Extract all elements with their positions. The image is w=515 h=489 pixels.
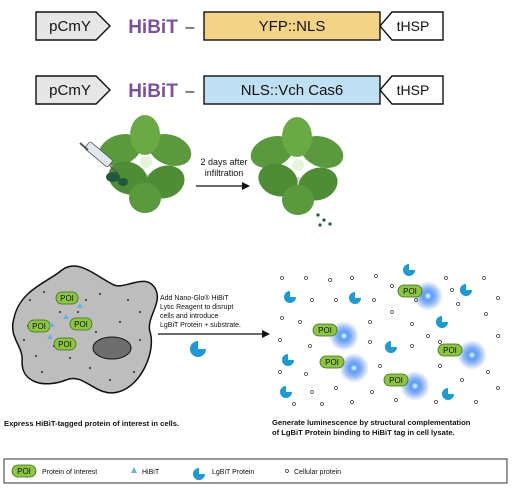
legend-box — [3, 458, 508, 484]
promoter-arrow — [35, 11, 111, 41]
construct-nls-vch-cas6: pCmY HiBiT – NLS::Vch Cas6 tHSP — [35, 75, 444, 105]
cds-label: YFP::NLS — [259, 18, 326, 35]
plant-infiltrated-illustration — [79, 115, 192, 213]
caption-right-line2: of LgBiT Protein binding to HiBiT tag in… — [272, 428, 455, 437]
reagent-text-line1: Add Nano-Glo® HiBiT — [160, 294, 229, 302]
reagent-text-line4: LgBiT Protein + substrate. — [160, 322, 241, 329]
poi-text: POI — [389, 376, 403, 385]
legend-item-lgbit: LgBiT Protein — [193, 468, 254, 480]
cds-box — [203, 75, 381, 105]
promoter-label: pCmY — [49, 18, 91, 35]
poi-text: POI — [443, 346, 457, 355]
lgbit-icon — [193, 468, 205, 480]
legend-poi-badge: POI — [17, 467, 31, 476]
poi-tag-1: POI — [55, 291, 83, 308]
dash-separator: – — [186, 19, 195, 36]
poi-tag-3: POI — [63, 314, 93, 331]
cds-label: NLS::Vch Cas6 — [241, 82, 344, 99]
caption-left: Express HiBiT-tagged protein of interest… — [4, 419, 180, 428]
poi-text: POI — [325, 358, 339, 367]
hibit-icon — [63, 314, 69, 319]
poi-text: POI — [32, 322, 46, 331]
hibit-tag-label: HiBiT — [128, 81, 178, 102]
hibit-icon — [49, 322, 55, 327]
hibit-icon — [77, 303, 83, 308]
legend-cellular-label: Cellular protein — [294, 469, 341, 476]
poi-tag-2: POI — [27, 319, 55, 333]
poi-lysate-4: POI — [319, 355, 345, 369]
infiltration-label-line2: infiltration — [205, 168, 244, 178]
poi-text: POI — [318, 326, 332, 335]
poi-lysate-1: POI — [397, 284, 423, 298]
plant-after-illustration — [250, 117, 344, 227]
infiltration-arrow: 2 days after infiltration — [196, 157, 250, 190]
reagent-step: Add Nano-Glo® HiBiT Lytic Reagent to dis… — [158, 294, 270, 357]
cellular-protein-dots — [278, 274, 500, 406]
infiltration-label-line1: 2 days after — [200, 157, 247, 167]
poi-text: POI — [74, 320, 88, 329]
poi-text: POI — [58, 340, 72, 349]
dash-separator: – — [186, 83, 195, 100]
poi-lysate-5: POI — [383, 373, 409, 387]
reagent-text-line3: cells and introduce — [160, 313, 218, 320]
legend: POI Protein of Interest HiBiT LgBiT Prot… — [3, 458, 508, 484]
terminator-label: tHSP — [397, 82, 430, 98]
promoter-arrow — [35, 75, 111, 105]
poi-text: POI — [60, 294, 74, 303]
legend-poi-label: Protein of Interest — [42, 469, 97, 476]
caption-right-line1: Generate luminescence by structural comp… — [272, 418, 471, 427]
cellular-protein-icon — [285, 469, 289, 473]
reagent-text-line2: Lytic Reagent to disrupt — [160, 304, 233, 311]
poi-lysate-3: POI — [437, 343, 463, 357]
poi-text: POI — [403, 287, 417, 296]
terminator-arrow — [379, 75, 444, 105]
lgbit-icon — [190, 341, 206, 357]
legend-item-poi: POI Protein of Interest — [11, 464, 97, 478]
legend-hibit-label: HiBiT — [142, 469, 160, 476]
poi-lysate-2: POI — [312, 323, 338, 337]
poi-tag-4: POI — [47, 334, 77, 351]
promoter-label: pCmY — [49, 82, 91, 99]
terminator-arrow — [379, 11, 444, 41]
legend-lgbit-label: LgBiT Protein — [212, 469, 254, 476]
hibit-icon — [47, 334, 53, 339]
caption-right: Generate luminescence by structural comp… — [272, 418, 512, 438]
syringe-icon — [79, 141, 119, 174]
nucleus — [92, 336, 132, 360]
construct-yfp-nls: pCmY HiBiT – YFP::NLS tHSP — [35, 11, 444, 41]
hibit-icon — [131, 467, 137, 473]
hibit-tag-label: HiBiT — [128, 17, 178, 38]
legend-item-hibit: HiBiT — [131, 467, 160, 476]
legend-item-cellular: Cellular protein — [285, 469, 341, 476]
terminator-label: tHSP — [397, 18, 430, 34]
cell-lysate-illustration: POI POI POI POI POI — [278, 264, 500, 406]
lgbit-icon — [280, 264, 472, 400]
